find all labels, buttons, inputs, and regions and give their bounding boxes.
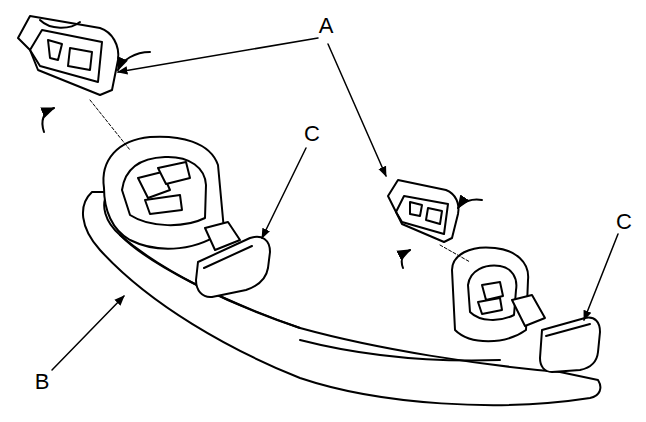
- leader-line: [52, 296, 124, 370]
- leader-line: [262, 148, 306, 238]
- part-letter: A: [318, 15, 335, 37]
- part-letter: C: [303, 123, 321, 145]
- cover: [196, 222, 270, 297]
- guide-line: [440, 245, 470, 262]
- leader-line: [118, 38, 318, 72]
- motion-arrow: [402, 250, 410, 268]
- clip: [388, 180, 459, 242]
- leader-line: [584, 234, 618, 320]
- leader-line: [328, 44, 386, 176]
- motion-arrow: [458, 199, 482, 208]
- cover: [512, 295, 600, 372]
- clip: [18, 16, 118, 95]
- handle-mount: [452, 247, 528, 341]
- leader-lines: [52, 38, 618, 370]
- part-letter: B: [34, 371, 51, 393]
- guide-line: [90, 100, 130, 150]
- motion-arrow: [42, 108, 54, 132]
- part-letter: C: [615, 211, 633, 233]
